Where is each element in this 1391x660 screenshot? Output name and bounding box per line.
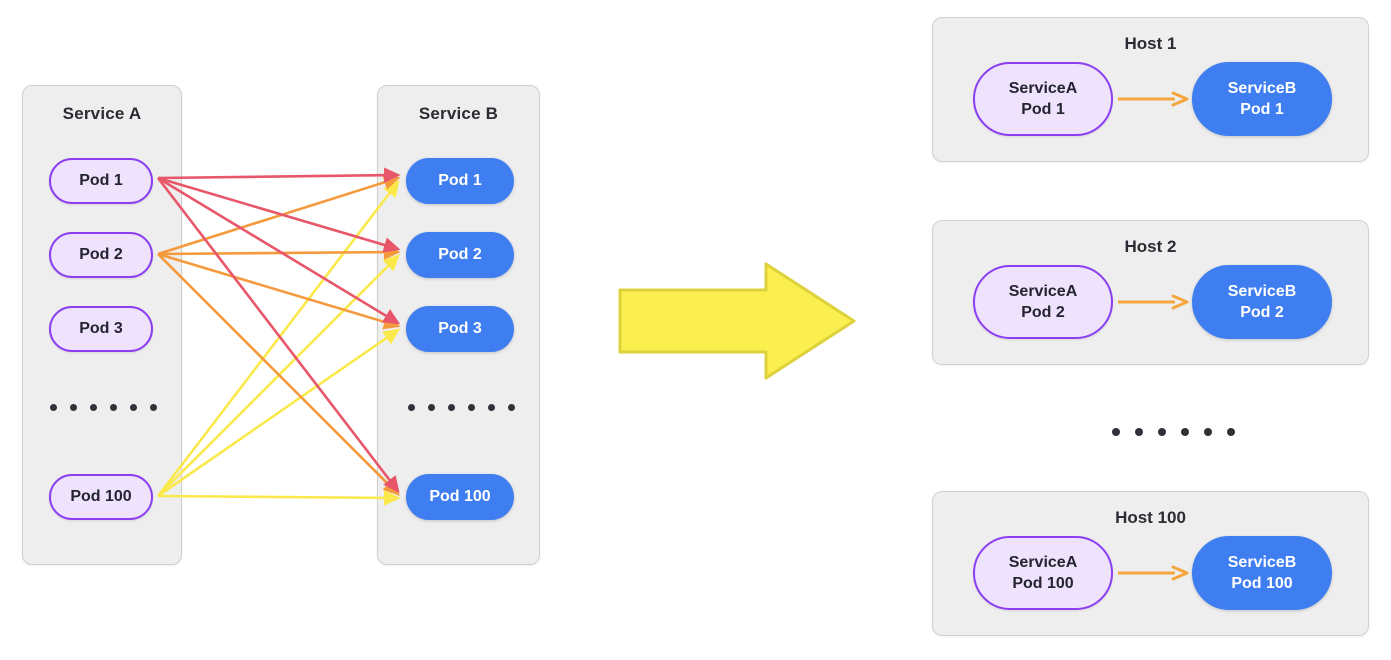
host-title: Host 2 bbox=[1124, 237, 1177, 256]
host-pod-a-line1: ServiceA bbox=[1008, 79, 1078, 97]
host-pod-a-line2: Pod 100 bbox=[1012, 575, 1074, 592]
host-pod-b-line2: Pod 100 bbox=[1231, 575, 1293, 592]
service-b-panel: Service B Pod 1 Pod 2 Pod 3 Pod 100 bbox=[377, 85, 540, 565]
host-pod-b-line2: Pod 1 bbox=[1240, 101, 1284, 118]
hosts-ellipsis bbox=[1112, 428, 1235, 436]
host-pod-b-line2: Pod 2 bbox=[1240, 304, 1284, 321]
edge-group-pod-1 bbox=[156, 167, 401, 494]
service-a-title: Service A bbox=[62, 104, 142, 123]
host-pod-b-line1: ServiceB bbox=[1227, 79, 1297, 97]
service-b-title: Service B bbox=[418, 104, 499, 123]
host-title: Host 1 bbox=[1124, 34, 1177, 53]
transition-right-arrow-icon bbox=[618, 262, 856, 380]
host-service-b-pod[interactable]: ServiceB Pod 1 bbox=[1192, 62, 1332, 136]
service-b-pod-2[interactable]: Pod 2 bbox=[406, 232, 514, 278]
host-card-2: Host 2 ServiceA Pod 2 ServiceB Pod 2 bbox=[932, 220, 1369, 365]
host-pod-b-line1: ServiceB bbox=[1227, 553, 1297, 571]
host-card-100: Host 100 ServiceA Pod 100 ServiceB Pod 1… bbox=[932, 491, 1369, 636]
host-service-b-pod[interactable]: ServiceB Pod 2 bbox=[1192, 265, 1332, 339]
host-pod-a-line1: ServiceA bbox=[1008, 553, 1078, 571]
edge-group-pod-100 bbox=[156, 179, 401, 506]
host-pod-b-line1: ServiceB bbox=[1227, 282, 1297, 300]
host-service-a-pod[interactable]: ServiceA Pod 2 bbox=[973, 265, 1113, 339]
service-b-pod-3[interactable]: Pod 3 bbox=[406, 306, 514, 352]
host-service-b-pod[interactable]: ServiceB Pod 100 bbox=[1192, 536, 1332, 610]
host-flow-arrow-icon bbox=[1118, 91, 1189, 107]
host-title: Host 100 bbox=[1115, 508, 1186, 527]
service-a-pod-1[interactable]: Pod 1 bbox=[49, 158, 153, 204]
service-a-pod-100[interactable]: Pod 100 bbox=[49, 474, 153, 520]
service-a-pod-2[interactable]: Pod 2 bbox=[49, 232, 153, 278]
host-pod-a-line1: ServiceA bbox=[1008, 282, 1078, 300]
host-service-a-pod[interactable]: ServiceA Pod 100 bbox=[973, 536, 1113, 610]
host-pod-a-line2: Pod 1 bbox=[1021, 101, 1065, 118]
host-flow-arrow-icon bbox=[1118, 294, 1189, 310]
host-flow-arrow-icon bbox=[1118, 565, 1189, 581]
host-service-a-pod[interactable]: ServiceA Pod 1 bbox=[973, 62, 1113, 136]
service-a-panel: Service A Pod 1 Pod 2 Pod 3 Pod 100 bbox=[22, 85, 182, 565]
edge-group-pod-2 bbox=[157, 174, 401, 496]
service-b-pod-100[interactable]: Pod 100 bbox=[406, 474, 514, 520]
host-card-1: Host 1 ServiceA Pod 1 ServiceB Pod 1 bbox=[932, 17, 1369, 162]
service-b-pod-1[interactable]: Pod 1 bbox=[406, 158, 514, 204]
service-a-ellipsis bbox=[50, 404, 157, 411]
service-a-pod-3[interactable]: Pod 3 bbox=[49, 306, 153, 352]
host-pod-a-line2: Pod 2 bbox=[1021, 304, 1065, 321]
service-b-ellipsis bbox=[408, 404, 515, 411]
